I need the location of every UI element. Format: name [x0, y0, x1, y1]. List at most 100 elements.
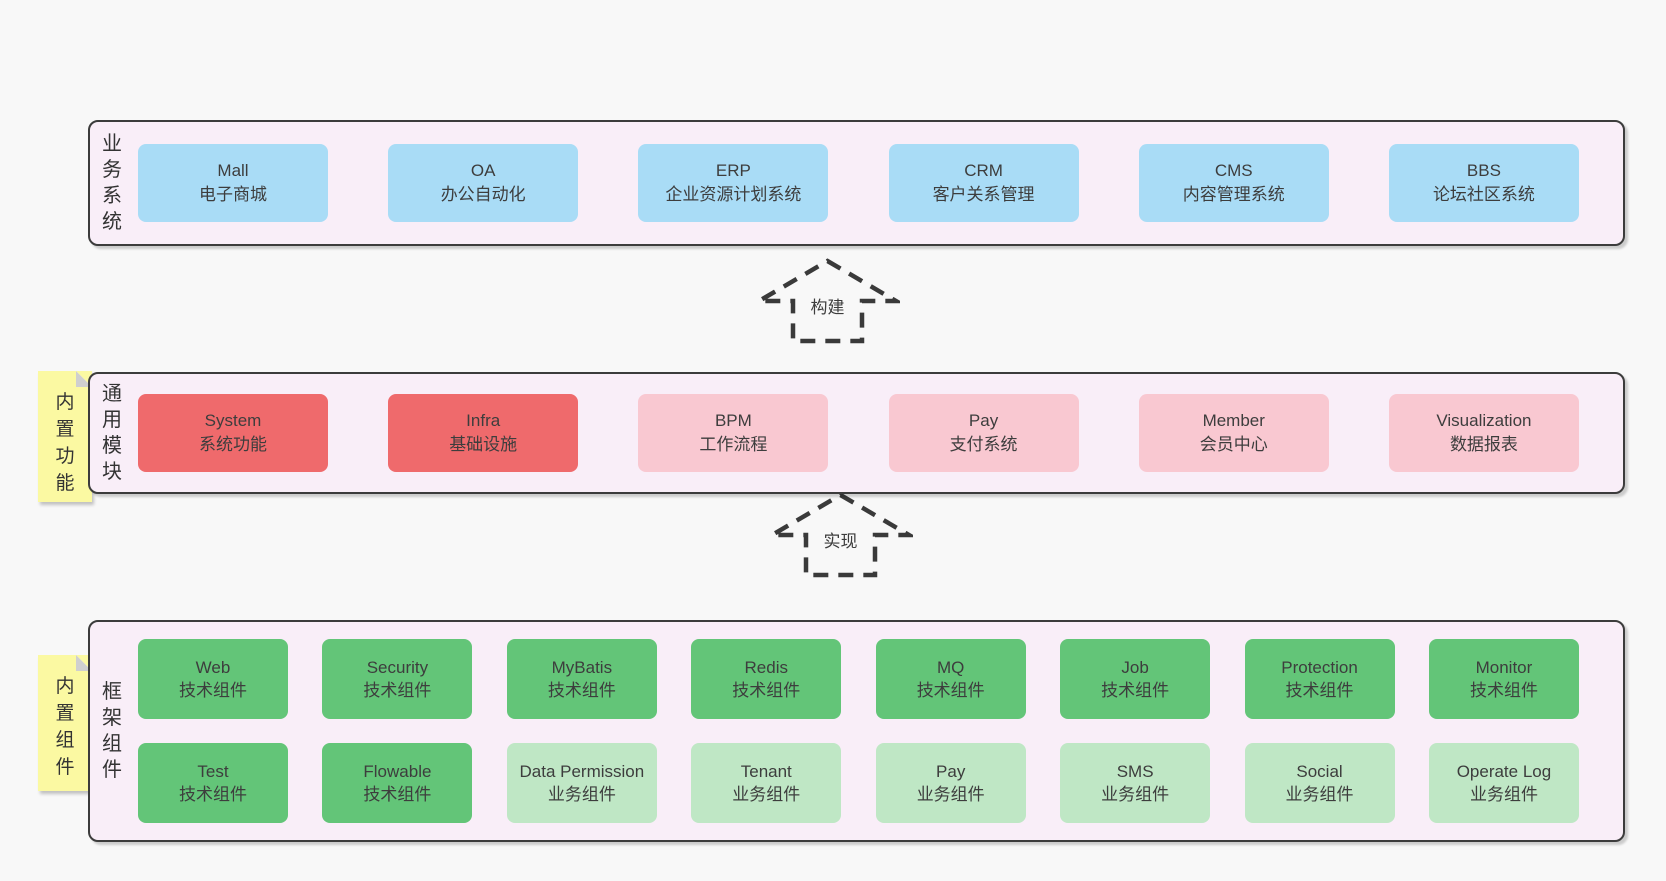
- node-subtitle: 支付系统: [949, 435, 1018, 454]
- panel-framework-components-label: 框架组件: [102, 681, 122, 781]
- node-subtitle: 业务组件: [1469, 785, 1538, 804]
- node-subtitle: 技术组件: [1285, 681, 1354, 700]
- node-title: SMS: [1116, 762, 1154, 781]
- panel-framework-components: 框架组件 Web 技术组件 Security 技术组件 MyBatis 技术组件…: [88, 620, 1625, 842]
- framework-components-rows: Web 技术组件 Security 技术组件 MyBatis 技术组件 Redi…: [123, 639, 1623, 823]
- common-modules-row: System 系统功能 Infra 基础设施 BPM 工作流程 Pay 支付系统…: [123, 394, 1623, 472]
- node-title: BBS: [1466, 161, 1501, 180]
- node-subtitle: 系统功能: [199, 435, 267, 454]
- node-title: OA: [470, 161, 496, 180]
- node-system: System 系统功能: [138, 394, 328, 472]
- node-oa: OA 办公自动化: [388, 144, 579, 222]
- node-subtitle: 内容管理系统: [1182, 185, 1285, 204]
- node-title: Redis: [744, 658, 788, 677]
- node-bbs: BBS 论坛社区系统: [1388, 144, 1579, 222]
- node-subtitle: 数据报表: [1449, 435, 1518, 454]
- node-pay-biz: Pay 业务组件: [875, 743, 1026, 823]
- node-subtitle: 工作流程: [699, 435, 768, 454]
- node-crm: CRM 客户关系管理: [888, 144, 1079, 222]
- node-bpm: BPM 工作流程: [638, 394, 829, 472]
- node-title: Member: [1202, 411, 1265, 430]
- node-visualization: Visualization 数据报表: [1388, 394, 1579, 472]
- node-title: Monitor: [1475, 658, 1533, 677]
- node-protection: Protection 技术组件: [1244, 639, 1395, 719]
- node-subtitle: 客户关系管理: [932, 185, 1035, 204]
- node-title: Protection: [1281, 658, 1358, 677]
- node-title: CMS: [1214, 161, 1253, 180]
- node-sms: SMS 业务组件: [1060, 743, 1211, 823]
- node-erp: ERP 企业资源计划系统: [638, 144, 829, 222]
- panel-common-modules: 通用模块 System 系统功能 Infra 基础设施 BPM 工作流程 Pay…: [88, 372, 1625, 494]
- sticky-built-in-components-label: 内置组件: [55, 676, 75, 778]
- build-arrow-icon: 构建: [755, 257, 900, 345]
- node-title: Job: [1121, 658, 1149, 677]
- node-subtitle: 会员中心: [1199, 435, 1268, 454]
- node-security: Security 技术组件: [322, 639, 473, 719]
- node-subtitle: 电子商城: [199, 185, 267, 204]
- node-title: Operate Log: [1456, 762, 1552, 781]
- panel-common-modules-label: 通用模块: [102, 383, 122, 483]
- node-subtitle: 基础设施: [449, 435, 518, 454]
- sticky-built-in-features: 内置功能: [38, 371, 92, 502]
- implement-arrow-label: 实现: [820, 527, 861, 552]
- node-subtitle: 技术组件: [363, 681, 432, 700]
- node-job: Job 技术组件: [1060, 639, 1211, 719]
- build-arrow-label: 构建: [807, 293, 848, 318]
- node-subtitle: 技术组件: [179, 785, 247, 804]
- node-subtitle: 技术组件: [547, 681, 616, 700]
- node-subtitle: 技术组件: [916, 681, 985, 700]
- node-title: Web: [195, 658, 231, 677]
- tech-components-row: Web 技术组件 Security 技术组件 MyBatis 技术组件 Redi…: [138, 639, 1579, 719]
- node-subtitle: 业务组件: [1285, 785, 1354, 804]
- node-subtitle: 技术组件: [732, 681, 801, 700]
- node-subtitle: 技术组件: [1469, 681, 1538, 700]
- node-subtitle: 技术组件: [179, 681, 247, 700]
- node-title: Infra: [466, 411, 501, 430]
- node-title: Pay: [968, 411, 999, 430]
- node-title: CRM: [964, 161, 1003, 180]
- node-operate-log: Operate Log 业务组件: [1428, 743, 1579, 823]
- sticky-built-in-components: 内置组件: [38, 655, 92, 791]
- node-flowable: Flowable 技术组件: [322, 743, 473, 823]
- node-title: Social: [1296, 762, 1343, 781]
- node-subtitle: 业务组件: [547, 785, 616, 804]
- node-subtitle: 技术组件: [1101, 681, 1170, 700]
- node-title: Visualization: [1436, 411, 1532, 430]
- node-mq: MQ 技术组件: [875, 639, 1026, 719]
- node-title: ERP: [715, 161, 751, 180]
- node-subtitle: 办公自动化: [440, 185, 526, 204]
- node-title: Security: [366, 658, 429, 677]
- node-subtitle: 业务组件: [1101, 785, 1170, 804]
- node-title: Mall: [217, 161, 249, 180]
- node-title: System: [204, 411, 262, 430]
- node-test: Test 技术组件: [138, 743, 288, 823]
- biz-components-row: Test 技术组件 Flowable 技术组件 Data Permission …: [138, 743, 1579, 823]
- node-monitor: Monitor 技术组件: [1428, 639, 1579, 719]
- sticky-built-in-features-label: 内置功能: [55, 392, 75, 494]
- node-infra: Infra 基础设施: [388, 394, 579, 472]
- node-redis: Redis 技术组件: [691, 639, 842, 719]
- node-mybatis: MyBatis 技术组件: [506, 639, 657, 719]
- node-pay: Pay 支付系统: [888, 394, 1079, 472]
- node-title: MyBatis: [551, 658, 613, 677]
- node-title: Data Permission: [519, 762, 645, 781]
- node-title: Tenant: [740, 762, 792, 781]
- node-subtitle: 论坛社区系统: [1432, 185, 1535, 204]
- node-title: Pay: [936, 762, 966, 781]
- node-data-permission: Data Permission 业务组件: [506, 743, 657, 823]
- node-tenant: Tenant 业务组件: [691, 743, 842, 823]
- node-subtitle: 技术组件: [363, 785, 432, 804]
- node-mall: Mall 电子商城: [138, 144, 328, 222]
- node-subtitle: 业务组件: [916, 785, 985, 804]
- node-title: Flowable: [363, 762, 432, 781]
- node-title: BPM: [714, 411, 752, 430]
- node-title: Test: [197, 762, 229, 781]
- node-social: Social 业务组件: [1244, 743, 1395, 823]
- node-cms: CMS 内容管理系统: [1138, 144, 1329, 222]
- panel-business-systems: 业务系统 Mall 电子商城 OA 办公自动化 ERP 企业资源计划系统 CRM…: [88, 120, 1625, 246]
- node-title: MQ: [936, 658, 965, 677]
- panel-business-systems-label: 业务系统: [102, 133, 122, 233]
- node-subtitle: 企业资源计划系统: [665, 185, 802, 204]
- implement-arrow-icon: 实现: [768, 491, 913, 579]
- business-systems-row: Mall 电子商城 OA 办公自动化 ERP 企业资源计划系统 CRM 客户关系…: [123, 144, 1623, 222]
